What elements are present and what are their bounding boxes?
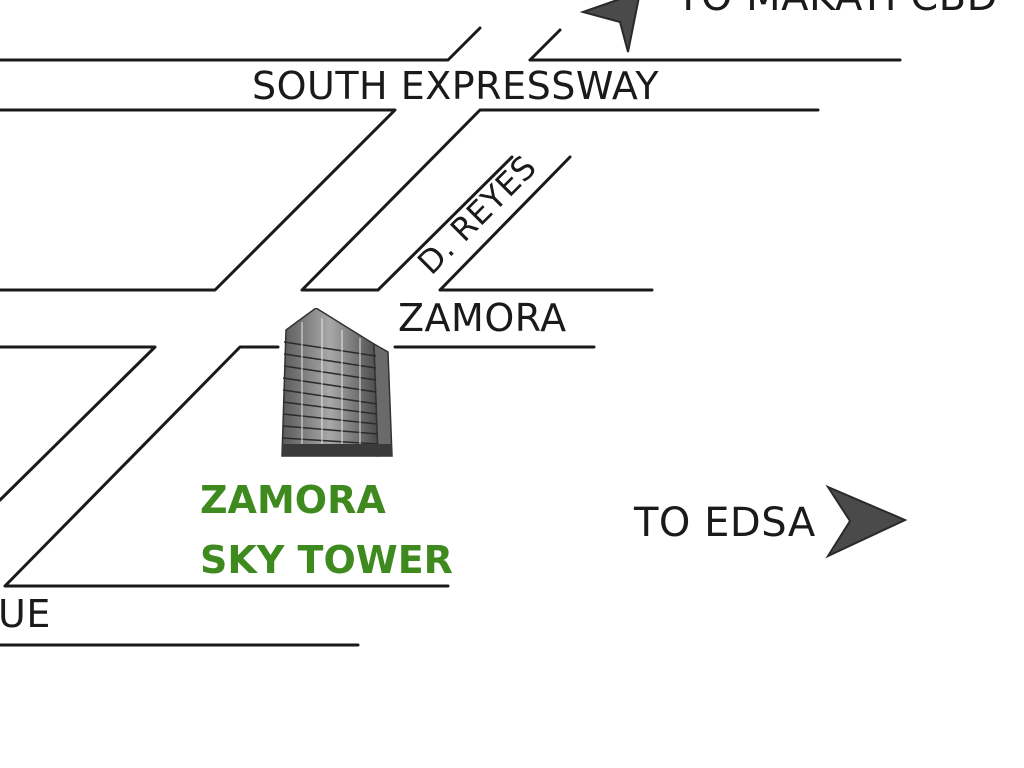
- to-edsa-label: TO EDSA: [634, 500, 816, 546]
- diagonal-left-road: [0, 345, 157, 502]
- south-expressway-label: SOUTH EXPRESSWAY: [252, 64, 660, 108]
- to-makati-label: TO MAKATI CBD: [676, 0, 998, 20]
- expressway-upper-edge-right: [528, 28, 562, 62]
- arrow-right-icon: [825, 484, 908, 559]
- building-name-line2: SKY TOWER: [200, 538, 453, 582]
- expressway-lower-edge-right: [300, 108, 820, 292]
- diagonal-main-road: [3, 345, 450, 588]
- expressway-upper-edge-left: [0, 26, 482, 62]
- avenue-label: UE: [0, 592, 51, 636]
- building-name: ZAMORA SKY TOWER: [200, 470, 453, 590]
- arrow-up-icon: [579, 0, 640, 53]
- d-reyes-right-edge: [438, 155, 654, 292]
- expressway-lower-edge-left: [0, 108, 397, 292]
- building-icon: [281, 308, 393, 457]
- zamora-street-label: ZAMORA: [398, 296, 567, 340]
- building-name-line1: ZAMORA: [200, 478, 386, 522]
